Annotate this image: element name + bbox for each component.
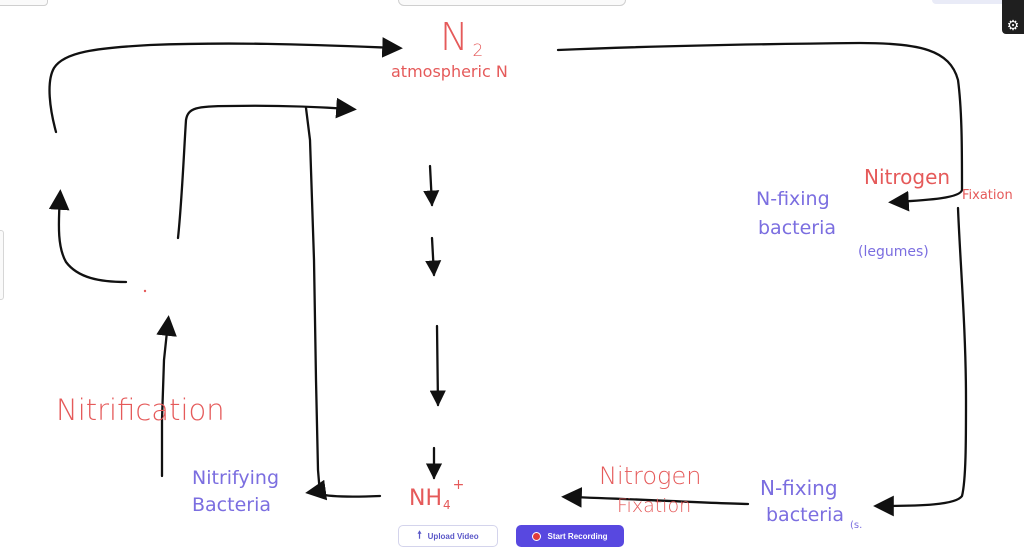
settings-button[interactable]: ⚙ xyxy=(1002,0,1024,34)
nitrification-label: Nitrification xyxy=(56,393,225,427)
nfixing-top-label-2: bacteria xyxy=(758,217,836,239)
bottom-fragment-label: (s. xyxy=(850,520,862,531)
upload-video-label: Upload Video xyxy=(427,531,479,541)
upload-arrow-icon: 🠕 xyxy=(417,530,422,541)
nitrogen-fixation-top-label-2: Fixation xyxy=(962,188,1013,203)
nitrifying-label-2: Bacteria xyxy=(192,494,271,516)
stray-dot xyxy=(143,289,147,293)
nitrogen-fixation-bottom-label-2: Fixation xyxy=(617,495,691,517)
nh4-label: NH4+ xyxy=(409,477,464,512)
nfixing-top-label-1: N-fixing xyxy=(756,188,830,210)
nitrogen-fixation-bottom-label-1: Nitrogen xyxy=(599,462,701,490)
line-bottom-to-nh4 xyxy=(561,487,750,508)
arrow-nitrifying-up xyxy=(156,315,177,478)
loop-left-to-n2 xyxy=(48,37,403,134)
line-right-down xyxy=(873,206,968,517)
atmospheric-label: atmospheric N xyxy=(391,62,508,81)
left-edge-tab[interactable] xyxy=(0,230,4,300)
start-recording-button[interactable]: Start Recording xyxy=(516,525,624,547)
top-right-tab[interactable] xyxy=(932,0,1006,4)
line-center-vertical xyxy=(304,106,382,498)
line-n2-to-right xyxy=(556,41,964,212)
legumes-label: (legumes) xyxy=(858,244,929,260)
record-dot-icon xyxy=(532,531,542,541)
loop-inner-to-top xyxy=(176,97,357,240)
down-arrow-1 xyxy=(423,164,440,207)
down-arrow-3 xyxy=(429,324,446,407)
down-arrow-2 xyxy=(425,236,442,277)
loop-left-return xyxy=(48,189,128,284)
start-recording-label: Start Recording xyxy=(547,531,608,541)
top-left-tab[interactable] xyxy=(0,0,48,6)
nfixing-bottom-label-2: bacteria xyxy=(766,504,844,526)
arrow-to-nitrifying xyxy=(305,479,328,501)
nitrogen-fixation-top-label-1: Nitrogen xyxy=(864,165,950,189)
nfixing-bottom-label-1: N-fixing xyxy=(760,476,838,500)
nitrifying-label-1: Nitrifying xyxy=(192,467,279,489)
bottom-toolbar: 🠕 Upload Video Start Recording xyxy=(398,525,624,547)
gear-icon: ⚙ xyxy=(1006,17,1020,33)
